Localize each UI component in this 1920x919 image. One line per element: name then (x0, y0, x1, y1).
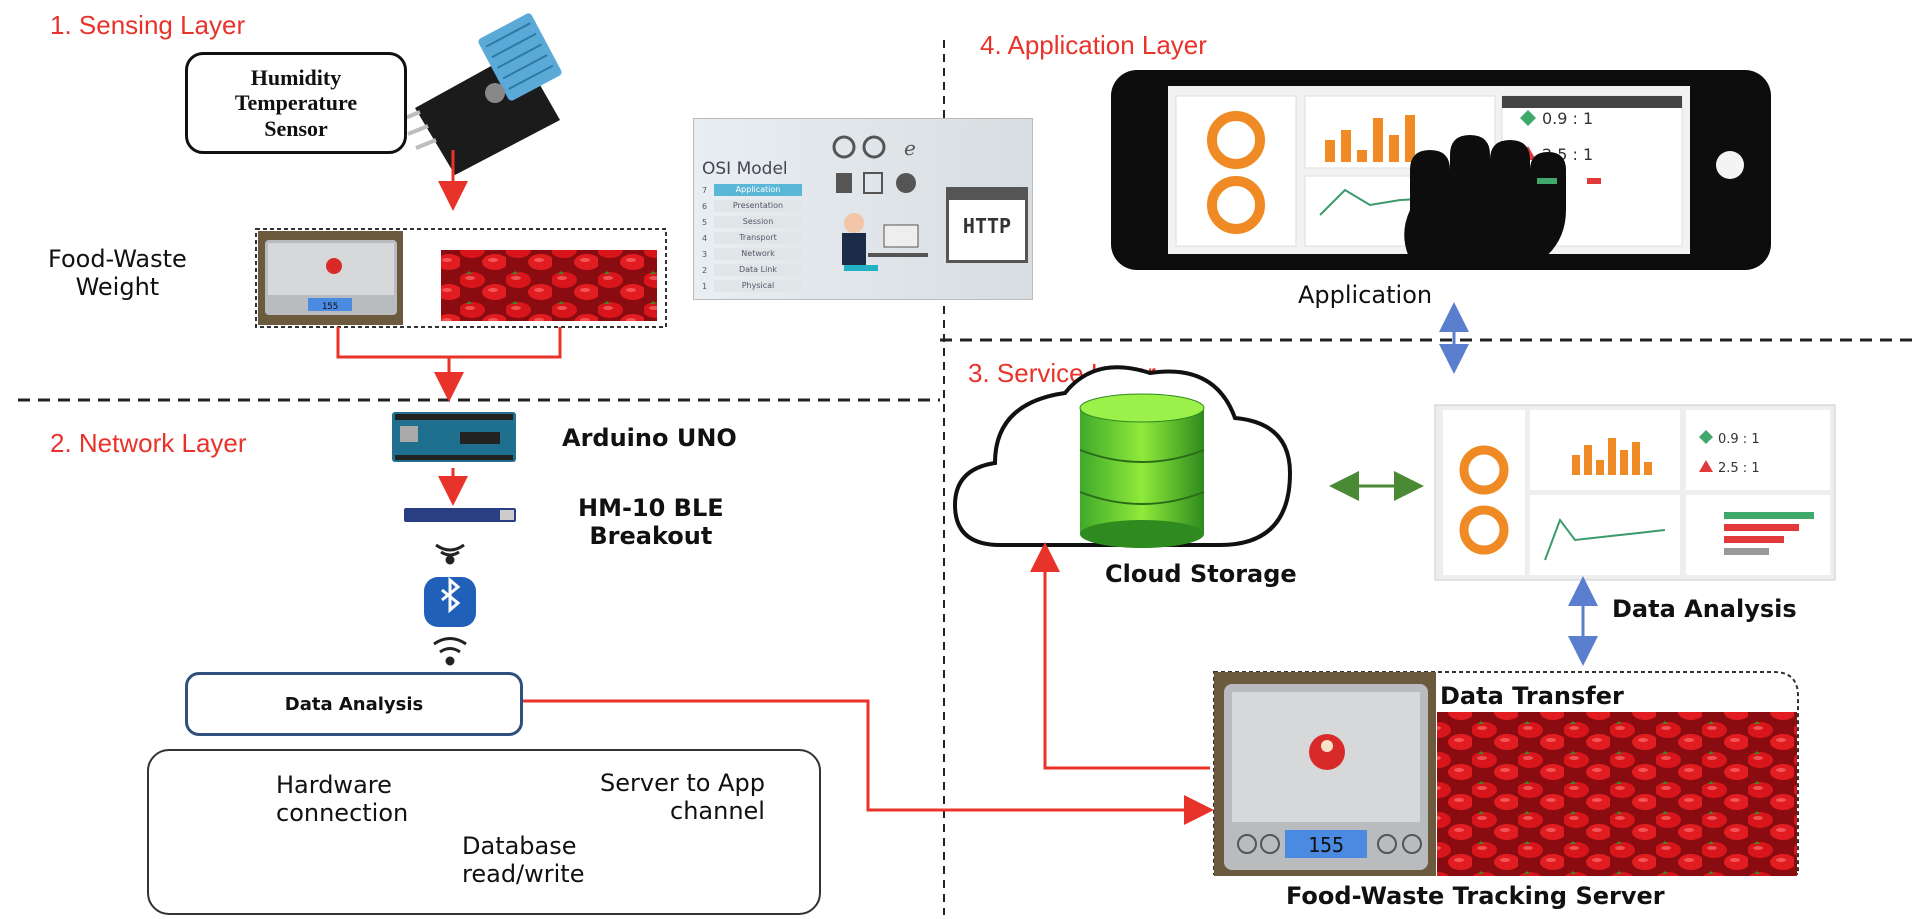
svg-text:e: e (904, 136, 916, 160)
sensor-line-1: Humidity (250, 65, 342, 91)
strawberries-image-small (441, 250, 657, 321)
legend-database-label: Database read/write (462, 832, 585, 888)
svg-text:0.9 : 1: 0.9 : 1 (1542, 109, 1593, 128)
arduino-board-image (392, 412, 516, 462)
sensing-layer-title: 1. Sensing Layer (50, 10, 246, 40)
osi-apps-icons: e (832, 135, 928, 271)
ble-module-image (404, 508, 516, 522)
network-layer-title: 2. Network Layer (50, 428, 247, 458)
legend-hardware-label: Hardware connection (276, 771, 409, 827)
strawberries-image-large (1437, 712, 1797, 876)
svg-text:155: 155 (1308, 833, 1344, 857)
application-label: Application (1298, 281, 1433, 309)
bluetooth-icon (424, 576, 476, 627)
server-frame (1213, 671, 1799, 875)
application-layer-title: 4. Application Layer (980, 30, 1207, 60)
network-data-analysis-box: Data Analysis (185, 672, 523, 736)
arduino-uno-label: Arduino UNO (562, 424, 737, 452)
tracking-server-label: Food-Waste Tracking Server (1286, 882, 1665, 910)
sensor-line-2: Temperature (234, 90, 358, 116)
food-waste-weight-label: Food-Waste Weight (48, 245, 187, 301)
signal-icon-bottom (433, 637, 467, 666)
svg-text:155: 155 (322, 302, 338, 312)
analytics-dashboard-image: 0.9 : 1 2.5 : 1 (1434, 404, 1836, 581)
data-transfer-label: Data Transfer (1440, 682, 1624, 710)
osi-title: OSI Model (702, 159, 788, 179)
legend-box (147, 749, 821, 915)
food-weight-frame (255, 228, 667, 328)
cloud-storage-icon (952, 365, 1293, 548)
data-analysis-label: Data Analysis (1612, 595, 1797, 623)
svg-text:2.5 : 1: 2.5 : 1 (1718, 461, 1760, 476)
svg-text:0.9 : 1: 0.9 : 1 (1718, 432, 1760, 447)
scale-image-large: 155 (1214, 672, 1436, 876)
humidity-temperature-sensor-box: Humidity Temperature Sensor (185, 52, 407, 154)
http-label: HTTP (946, 187, 1028, 263)
dht-sensor-image (399, 13, 562, 175)
tablet-image: 0.9 : 1 2.5 : 1 (1111, 70, 1771, 270)
legend-server-app-label: Server to App channel (600, 769, 765, 825)
cloud-storage-label: Cloud Storage (1105, 560, 1297, 588)
sensor-line-3: Sensor (264, 115, 328, 141)
signal-icon-top (435, 543, 465, 565)
ble-breakout-label: HM-10 BLE Breakout (578, 494, 724, 550)
scale-image-small: 155 (258, 231, 403, 325)
